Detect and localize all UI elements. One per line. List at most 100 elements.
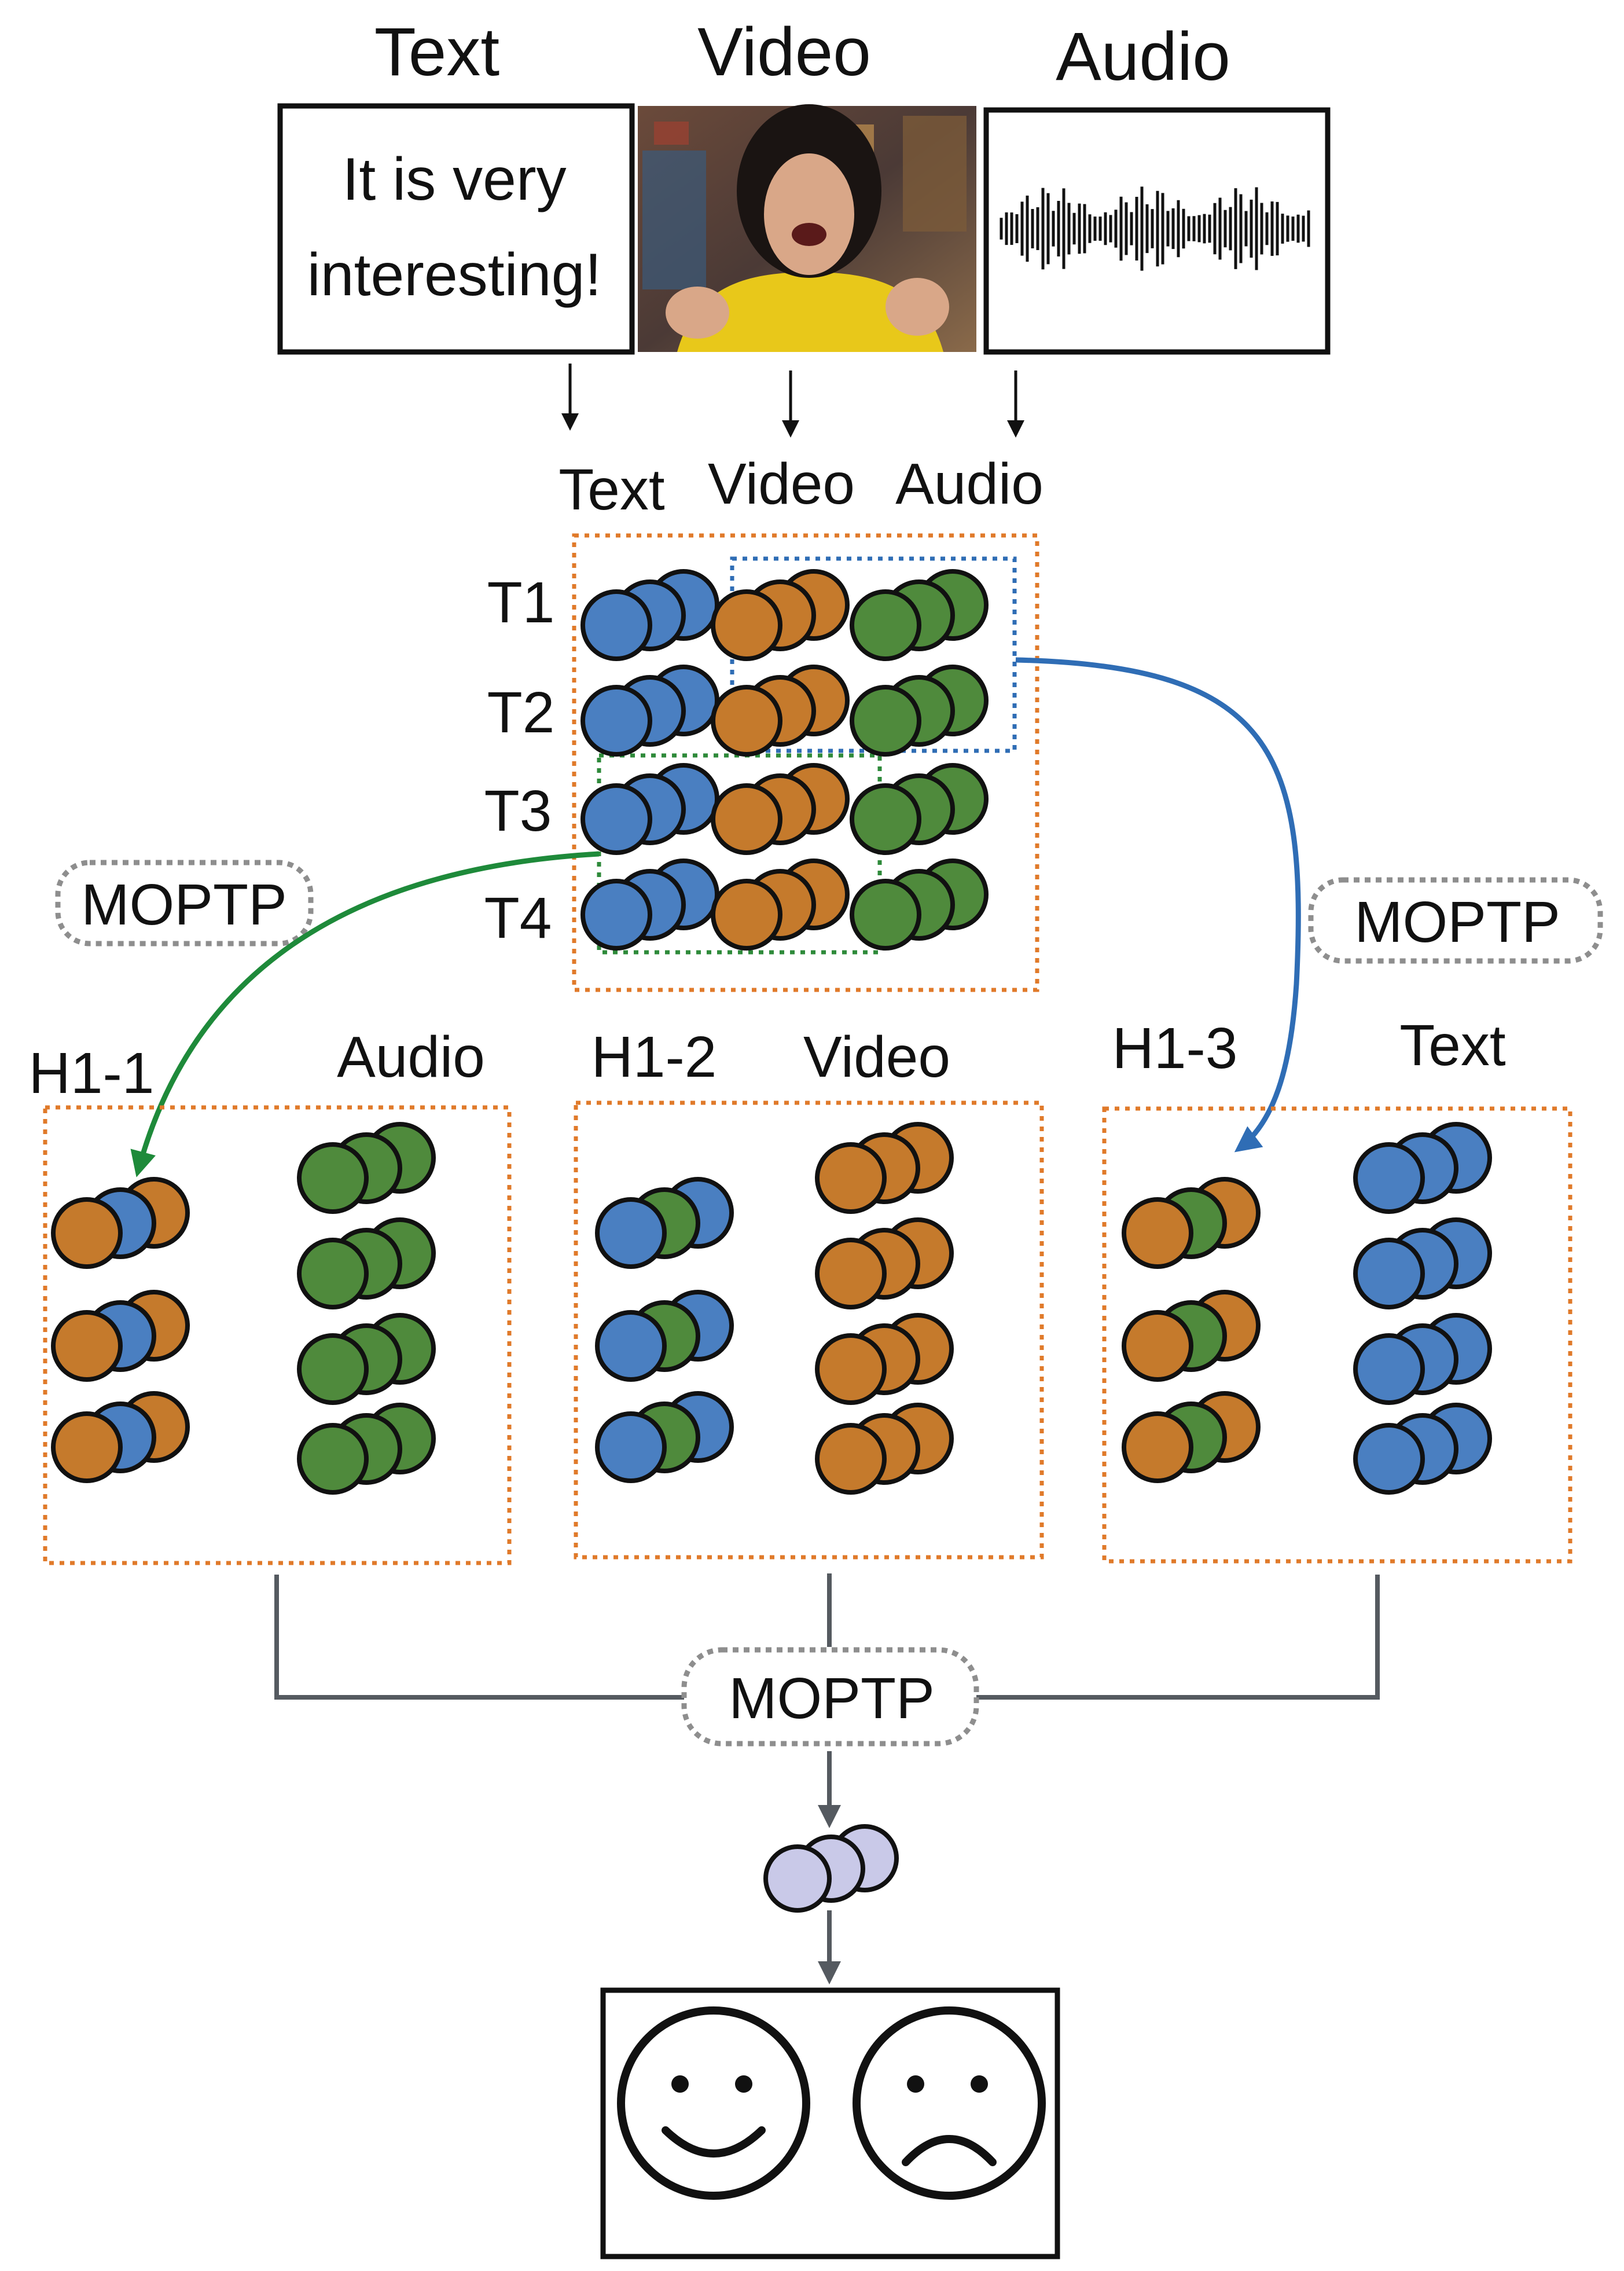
- encoder-node-t2-video-circle: [711, 685, 782, 757]
- row-label-t1: T1: [487, 570, 555, 635]
- head-1-box: [43, 1105, 512, 1565]
- head-3-target: Text: [1399, 1013, 1506, 1078]
- encoder-node-t3-audio: [850, 763, 989, 855]
- input-title-text: Text: [374, 14, 499, 90]
- encoder-node-t1-audio-circle: [850, 589, 921, 661]
- video-frame-image: [638, 104, 976, 352]
- smiley-face-icon: [617, 2006, 810, 2200]
- head-2-mixed-node-circle: [595, 1310, 667, 1382]
- head-1-target-node-circle: [297, 1238, 369, 1309]
- head-2-target-node-circle: [815, 1423, 887, 1495]
- encoder-col-text: Text: [559, 457, 665, 522]
- row-label-t4: T4: [484, 886, 552, 951]
- encoder-node-t4-video: [711, 858, 850, 951]
- head-1-target-node-circle: [297, 1142, 369, 1214]
- blue-transfer-arrow: [1015, 657, 1301, 1153]
- encoder-node-t1-text-circle: [580, 589, 652, 661]
- head-3-box: [1102, 1106, 1572, 1564]
- head-connector-lines: [274, 1573, 1380, 1700]
- encoder-node-t3-text: [580, 763, 719, 855]
- head-3-target-node: [1353, 1217, 1492, 1309]
- head-1-target-node: [297, 1217, 436, 1309]
- encoder-node-t2-text: [580, 665, 719, 757]
- head-1-mixed-node-circle: [51, 1411, 123, 1483]
- encoder-node-t1-text: [580, 569, 719, 661]
- head-1-target-node: [297, 1403, 436, 1495]
- encoder-node-t2-text-circle: [580, 685, 652, 757]
- head-1-mixed-node: [51, 1177, 190, 1269]
- output-box: [600, 1987, 1060, 2259]
- fused-representation-node: [763, 1824, 899, 1913]
- moptp-left-label: MOPTP: [81, 872, 287, 937]
- head-1-mixed-node: [51, 1391, 190, 1483]
- sad-face-icon: [853, 2006, 1046, 2200]
- encoder-node-t2-audio: [850, 665, 989, 757]
- head-2-target-node-circle: [815, 1238, 887, 1309]
- head-2-box: [574, 1100, 1044, 1560]
- encoder-col-video: Video: [708, 452, 855, 516]
- head-2-mixed-node: [595, 1391, 734, 1483]
- head-3-mixed-node: [1122, 1177, 1261, 1269]
- audio-waveform-icon: [1000, 186, 1310, 271]
- head-2-target-node-circle: [815, 1142, 887, 1214]
- head-1-target-node-circle: [297, 1423, 369, 1495]
- encoder-node-t4-audio-circle: [850, 879, 921, 951]
- head-2-target-node: [815, 1122, 954, 1214]
- text-input-panel: It is very interesting!: [277, 103, 635, 355]
- moptp-bottom-module: MOPTP: [681, 1647, 979, 1747]
- row-label-t3: T3: [484, 779, 552, 843]
- text-sample-line-2: interesting!: [307, 241, 602, 309]
- head-1-mixed-node-circle: [51, 1310, 123, 1382]
- encoder-node-t2-video: [711, 665, 850, 757]
- encoder-node-t1-video-circle: [711, 589, 782, 661]
- encoder-node-t1-video: [711, 569, 850, 661]
- head-3-id: H1-3: [1112, 1016, 1238, 1081]
- head-3-target-node-circle: [1353, 1142, 1425, 1214]
- head-1-target: Audio: [337, 1025, 485, 1089]
- head-2-mixed-node: [595, 1290, 734, 1382]
- head-2-target-node: [815, 1313, 954, 1405]
- head-3-target-node-circle: [1353, 1423, 1425, 1495]
- moptp-right-label: MOPTP: [1354, 890, 1560, 955]
- head-3-target-node-circle: [1353, 1238, 1425, 1309]
- head-1-mixed-node-circle: [51, 1197, 123, 1269]
- encoder-node-t1-audio: [850, 569, 989, 661]
- head-2-target-node: [815, 1403, 954, 1495]
- head-1-target-node-circle: [297, 1333, 369, 1405]
- moptp-left-module: MOPTP: [55, 860, 314, 946]
- head-1-target-node: [297, 1313, 436, 1405]
- moptp-bottom-label: MOPTP: [729, 1666, 935, 1731]
- fused-node: [763, 1824, 899, 1913]
- head-3-target-node-circle: [1353, 1333, 1425, 1405]
- head-2-mixed-node: [595, 1177, 734, 1269]
- head-2-target-node: [815, 1217, 954, 1309]
- head-3-target-node: [1353, 1122, 1492, 1214]
- encoder-node-t4-text-circle: [580, 879, 652, 951]
- head-1-mixed-node: [51, 1290, 190, 1382]
- encoder-node-t2-audio-circle: [850, 685, 921, 757]
- head-2-target: Video: [803, 1025, 950, 1089]
- encoder-grid-box: [572, 533, 1039, 992]
- head-3-mixed-node-circle: [1122, 1197, 1193, 1269]
- head-3-mixed-node: [1122, 1391, 1261, 1483]
- moptp-right-module: MOPTP: [1308, 877, 1603, 964]
- encoder-node-t3-text-circle: [580, 783, 652, 855]
- head-3-mixed-node-circle: [1122, 1310, 1193, 1382]
- head-2-id: H1-2: [591, 1025, 717, 1089]
- encoder-node-t4-text: [580, 858, 719, 951]
- head-3-mixed-node: [1122, 1290, 1261, 1382]
- head-3-target-node: [1353, 1313, 1492, 1405]
- head-2-mixed-node-circle: [595, 1197, 667, 1269]
- head-1-target-node: [297, 1122, 436, 1214]
- encoder-node-t3-audio-circle: [850, 783, 921, 855]
- fused-node-circle: [763, 1844, 832, 1913]
- head-node-groups: [51, 1122, 1492, 1495]
- head-3-mixed-node-circle: [1122, 1411, 1193, 1483]
- text-sample-line-1: It is very: [342, 146, 566, 213]
- green-transfer-arrow: [130, 851, 600, 1177]
- encoder-col-audio: Audio: [895, 452, 1044, 516]
- input-title-audio: Audio: [1056, 19, 1230, 95]
- encoder-node-t3-video-circle: [711, 783, 782, 855]
- head-2-target-node-circle: [815, 1333, 887, 1405]
